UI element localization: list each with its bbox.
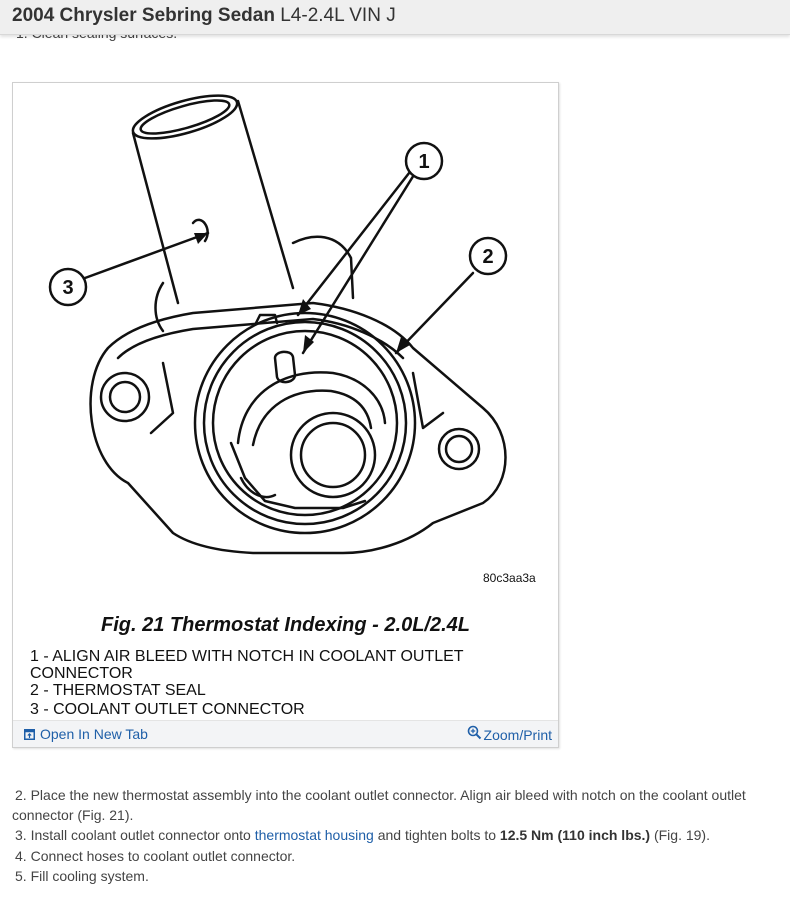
figure-legend: 1 - ALIGN AIR BLEED WITH NOTCH IN COOLAN… <box>30 648 540 718</box>
step-5-text: Fill cooling system. <box>30 868 149 884</box>
step-4-number: 4. <box>15 847 27 864</box>
figure-footer: Open In New Tab Zoom/Print <box>13 720 558 747</box>
thermostat-diagram: 1 2 3 <box>48 94 508 555</box>
open-new-tab-icon <box>24 729 35 740</box>
thermostat-housing-link[interactable]: thermostat housing <box>254 827 374 843</box>
vehicle-title: 2004 Chrysler Sebring Sedan L4-2.4L VIN … <box>12 4 396 28</box>
step-2-number: 2. <box>15 787 27 803</box>
open-in-new-tab-label: Open In New Tab <box>40 726 148 742</box>
legend-item-2: 2 - THERMOSTAT SEAL <box>30 682 206 699</box>
figure-card: 1 2 3 80c3aa3a Fig. 21 Thermostat Indexi… <box>12 82 559 748</box>
legend-item-3: 3 - COOLANT OUTLET CONNECTOR <box>30 701 305 718</box>
step-4: 4. Connect hoses to coolant outlet conne… <box>12 847 782 867</box>
zoom-print-link[interactable]: Zoom/Print <box>467 725 552 743</box>
procedure-steps: 2. Place the new thermostat assembly int… <box>12 786 782 888</box>
vehicle-make-model: 2004 Chrysler Sebring Sedan <box>12 5 275 26</box>
step-4-text: Connect hoses to coolant outlet connecto… <box>30 847 296 864</box>
open-in-new-tab-link[interactable]: Open In New Tab <box>24 726 148 742</box>
step-5: 5. Fill cooling system. <box>12 867 782 887</box>
step-2-text: Place the new thermostat assembly into t… <box>12 787 746 823</box>
step-3-number: 3. <box>15 827 27 843</box>
step-5-number: 5. <box>15 868 27 884</box>
step-3-text-mid: and tighten bolts to <box>377 827 497 843</box>
step-3-text-post: (Fig. 19). <box>653 827 710 843</box>
step-2: 2. Place the new thermostat assembly int… <box>12 786 782 825</box>
figure-title: Fig. 21 Thermostat Indexing - 2.0L/2.4L <box>101 614 470 636</box>
torque-spec: 12.5 Nm (110 inch lbs.) <box>499 827 651 843</box>
legend-item-1: 1 - ALIGN AIR BLEED WITH NOTCH IN COOLAN… <box>30 648 464 682</box>
page-header: 2004 Chrysler Sebring Sedan L4-2.4L VIN … <box>0 0 790 35</box>
callout-3: 3 <box>62 277 73 299</box>
callout-1: 1 <box>418 151 429 173</box>
zoom-magnifier-icon <box>467 725 481 740</box>
figure-code: 80c3aa3a <box>483 571 536 585</box>
callout-2: 2 <box>482 246 493 268</box>
zoom-print-label: Zoom/Print <box>483 727 552 743</box>
step-3: 3. Install coolant outlet connector onto… <box>12 826 782 846</box>
vehicle-engine: L4-2.4L VIN J <box>280 5 396 26</box>
step-3-text-pre: Install coolant outlet connector onto <box>30 827 251 843</box>
